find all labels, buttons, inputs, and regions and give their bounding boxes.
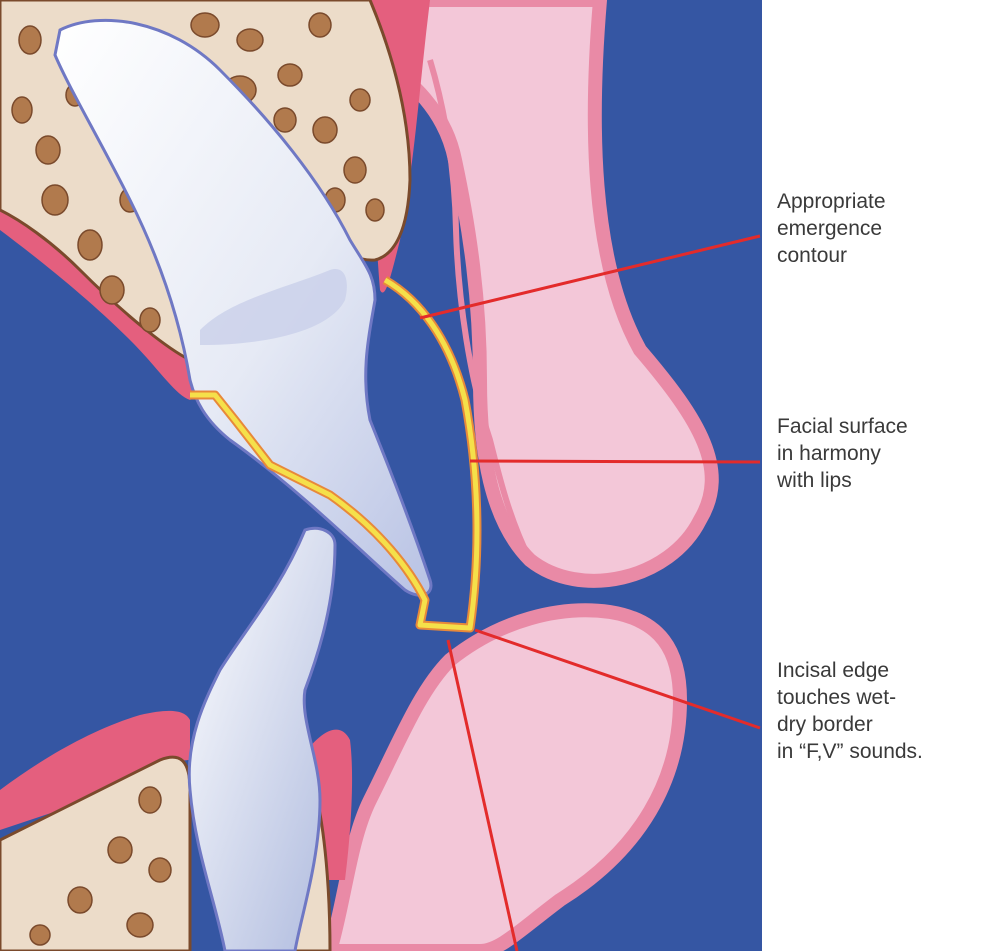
- label-facial-line-3: with lips: [777, 467, 908, 494]
- label-incisal-edge: Incisal edge touches wet- dry border in …: [777, 657, 923, 765]
- label-facial-line-2: in harmony: [777, 440, 908, 467]
- label-incisal-line-4: in “F,V” sounds.: [777, 738, 923, 765]
- label-emergence-contour: Appropriate emergence contour: [777, 188, 886, 269]
- label-incisal-line-3: dry border: [777, 711, 923, 738]
- label-facial-line-1: Facial surface: [777, 413, 908, 440]
- label-emergence-line-1: Appropriate: [777, 188, 886, 215]
- label-incisal-line-2: touches wet-: [777, 684, 923, 711]
- label-emergence-line-3: contour: [777, 242, 886, 269]
- label-facial-surface: Facial surface in harmony with lips: [777, 413, 908, 494]
- label-incisal-line-1: Incisal edge: [777, 657, 923, 684]
- label-emergence-line-2: emergence: [777, 215, 886, 242]
- leader-line-facial: [470, 461, 760, 462]
